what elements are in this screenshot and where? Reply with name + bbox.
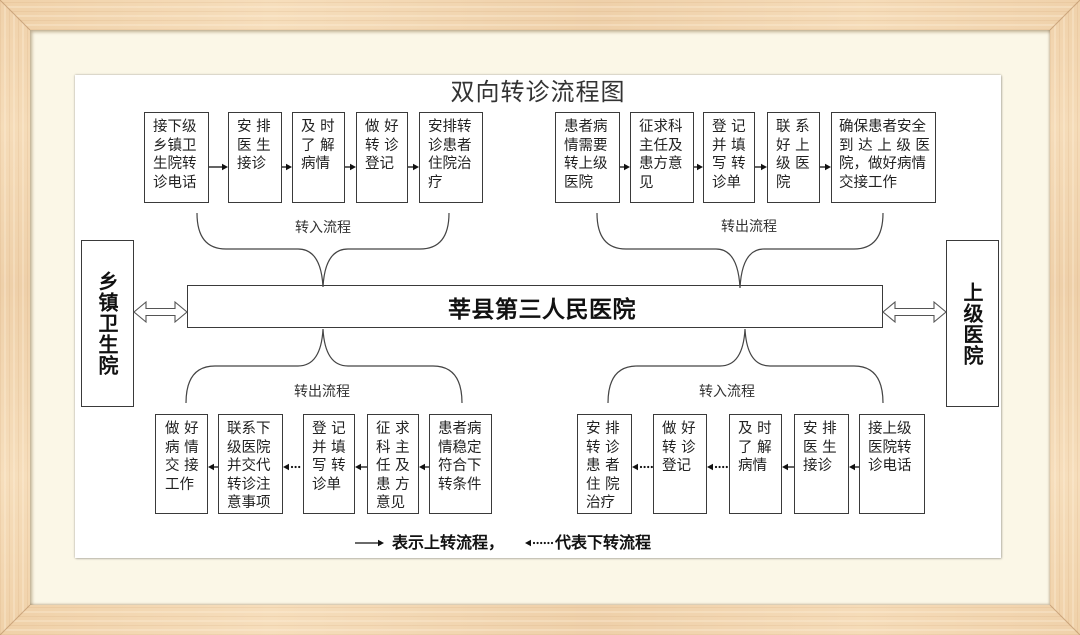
picture-frame-left: [0, 0, 30, 635]
step-box: 患者病 情需要 转上级 医院: [555, 112, 620, 203]
step-box: 做 好 转 诊 登记: [356, 112, 408, 203]
step-box: 登 记 并 填 写 转 诊单: [303, 414, 355, 514]
right-entity-box: 上级医院: [946, 240, 999, 407]
step-box: 安排转 诊患者 住院治 疗: [419, 112, 483, 203]
picture-frame-top: [0, 0, 1080, 30]
flow-label: 转出流程: [721, 219, 777, 235]
flow-label: 转入流程: [295, 220, 351, 236]
center-hospital-box: 莘县第三人民医院: [187, 285, 883, 328]
legend-down-text: 代表下转流程: [555, 533, 652, 552]
step-box: 做 好 转 诊 登记: [653, 414, 707, 514]
right-entity-label: 上级医院: [960, 281, 984, 366]
legend-up-text: 表示上转流程，: [392, 533, 505, 552]
step-box: 做 好 病 情 交 接 工作: [155, 414, 208, 514]
step-box: 接上级 医院转 诊电话: [859, 414, 925, 514]
diagram-title: 双向转诊流程图: [450, 78, 626, 106]
left-entity-box: 乡镇卫生院: [81, 240, 134, 407]
flow-label: 转出流程: [294, 384, 350, 400]
step-box: 患者病 情稳定 符合下 转条件: [429, 414, 492, 514]
step-box: 联系下 级医院 并交代 转诊注 意事项: [218, 414, 283, 514]
step-box: 征 求 科 主 任 及 患 方 意见: [367, 414, 419, 514]
step-box: 登 记 并 填 写 转 诊单: [703, 112, 755, 203]
left-entity-label: 乡镇卫生院: [95, 271, 119, 376]
flow-label: 转入流程: [699, 384, 755, 400]
step-box: 及 时 了 解 病情: [292, 112, 345, 203]
step-box: 安 排 医 生 接诊: [794, 414, 849, 514]
step-box: 安 排 转 诊 患 者 住 院 治疗: [577, 414, 632, 514]
step-box: 征求科 主任及 患方意 见: [630, 112, 694, 203]
step-box: 安 排 医 生 接诊: [228, 112, 282, 203]
picture-frame-bottom: [0, 605, 1080, 635]
picture-frame-right: [1050, 0, 1080, 635]
step-box: 联 系 好 上 级 医 院: [767, 112, 820, 203]
step-box: 及 时 了 解 病情: [729, 414, 782, 514]
step-box: 接下级 乡镇卫 生院转 诊电话: [144, 112, 209, 203]
step-box: 确保患者安全 到 达 上 级 医 院，做好病情 交接工作: [831, 112, 936, 203]
